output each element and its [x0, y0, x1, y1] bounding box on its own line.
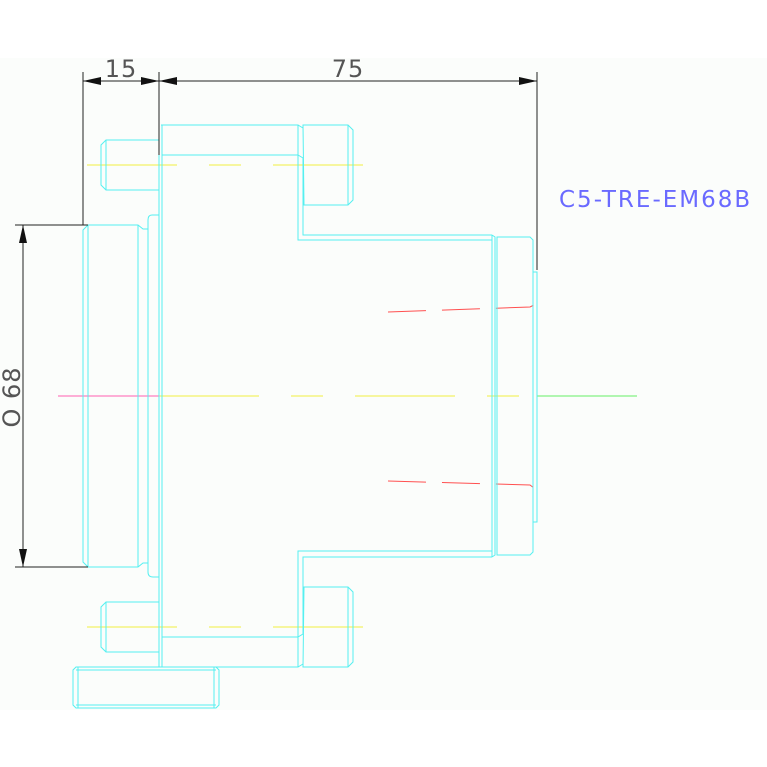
part-geometry	[72, 124, 538, 709]
bottom-plate	[161, 550, 492, 668]
dimension-lines: 15 75 O 68	[0, 55, 538, 568]
top-plate	[161, 124, 492, 241]
bottom-block	[72, 666, 220, 709]
dimension-text-flange: 15	[105, 55, 138, 83]
arrow-icon	[83, 77, 101, 85]
centerlines	[58, 164, 637, 628]
drawing-area	[0, 58, 767, 710]
arrow-icon	[519, 77, 537, 85]
bottom-bolt-shank	[100, 601, 159, 653]
arrow-icon	[159, 77, 177, 85]
part-label: C5-TRE-EM68B	[559, 187, 752, 213]
right-face	[533, 271, 538, 523]
arrow-icon	[19, 225, 27, 243]
dimension-text-diameter: O 68	[0, 366, 26, 427]
arrow-icon	[19, 549, 27, 567]
dimension-text-length: 75	[332, 55, 365, 83]
top-bolt-shank	[100, 139, 159, 191]
arrow-icon	[141, 77, 159, 85]
flange-ring	[147, 214, 159, 578]
right-cap	[496, 236, 534, 556]
